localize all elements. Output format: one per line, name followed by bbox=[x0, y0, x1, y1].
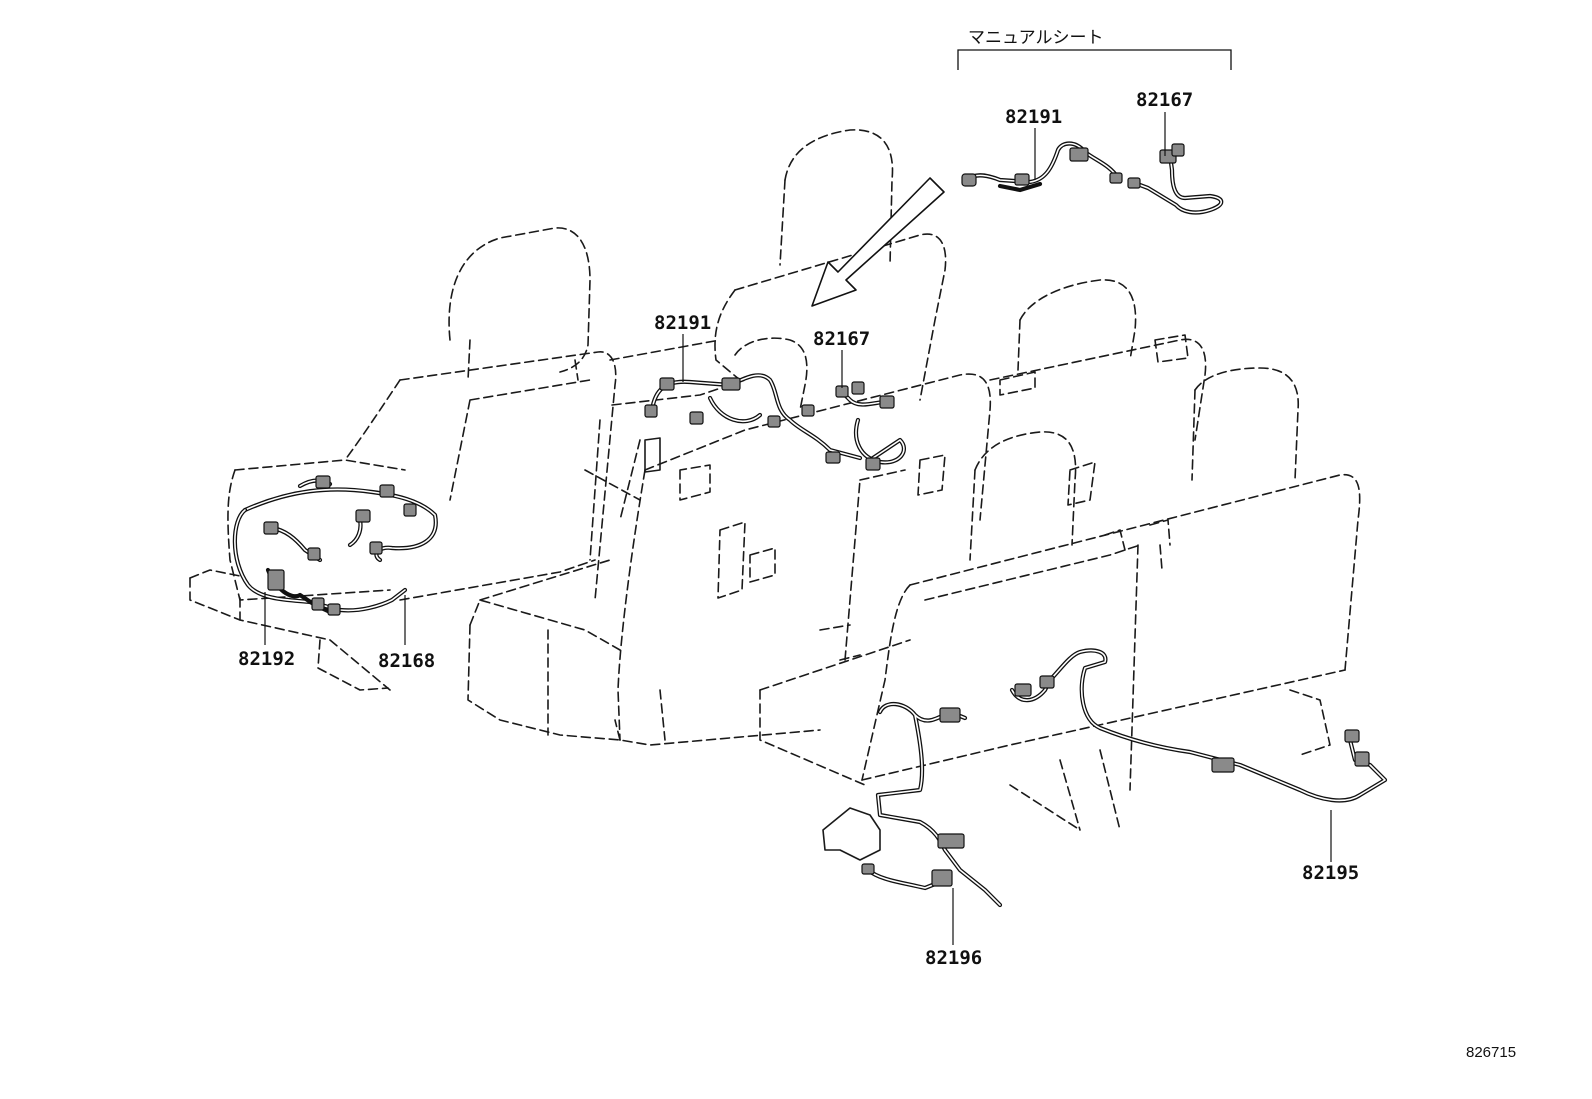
armrest-bracket bbox=[644, 437, 661, 473]
harness-82195 bbox=[1009, 648, 1388, 803]
harness-82191-manual bbox=[961, 141, 1123, 193]
harness-82167-manual bbox=[1127, 143, 1224, 215]
part-label-82192: 82192 bbox=[238, 648, 295, 670]
harness-82191 bbox=[644, 373, 863, 464]
part-label-82167-inset: 82167 bbox=[1136, 89, 1193, 111]
second-row-seat bbox=[467, 279, 1207, 746]
diagram-reference-id: 826715 bbox=[1466, 1044, 1516, 1061]
third-row-seat bbox=[759, 367, 1361, 831]
seat-base-bracket bbox=[822, 807, 881, 861]
part-label-82196: 82196 bbox=[925, 947, 982, 969]
manual-seat-caption: マニュアルシート bbox=[968, 28, 1104, 48]
front-right-seat bbox=[584, 129, 947, 561]
part-label-82191-inset: 82191 bbox=[1005, 106, 1062, 128]
direction-arrow bbox=[811, 177, 945, 307]
part-label-82195: 82195 bbox=[1302, 862, 1359, 884]
leader-lines bbox=[264, 112, 1332, 945]
part-label-82191: 82191 bbox=[654, 312, 711, 334]
harness-82192-82168 bbox=[232, 475, 438, 616]
harness-82167 bbox=[835, 381, 906, 471]
part-label-82168: 82168 bbox=[378, 650, 435, 672]
front-left-seat bbox=[189, 227, 721, 691]
part-label-82167: 82167 bbox=[813, 328, 870, 350]
manual-seat-bracket bbox=[957, 49, 1232, 70]
harness-82196 bbox=[861, 702, 1003, 908]
